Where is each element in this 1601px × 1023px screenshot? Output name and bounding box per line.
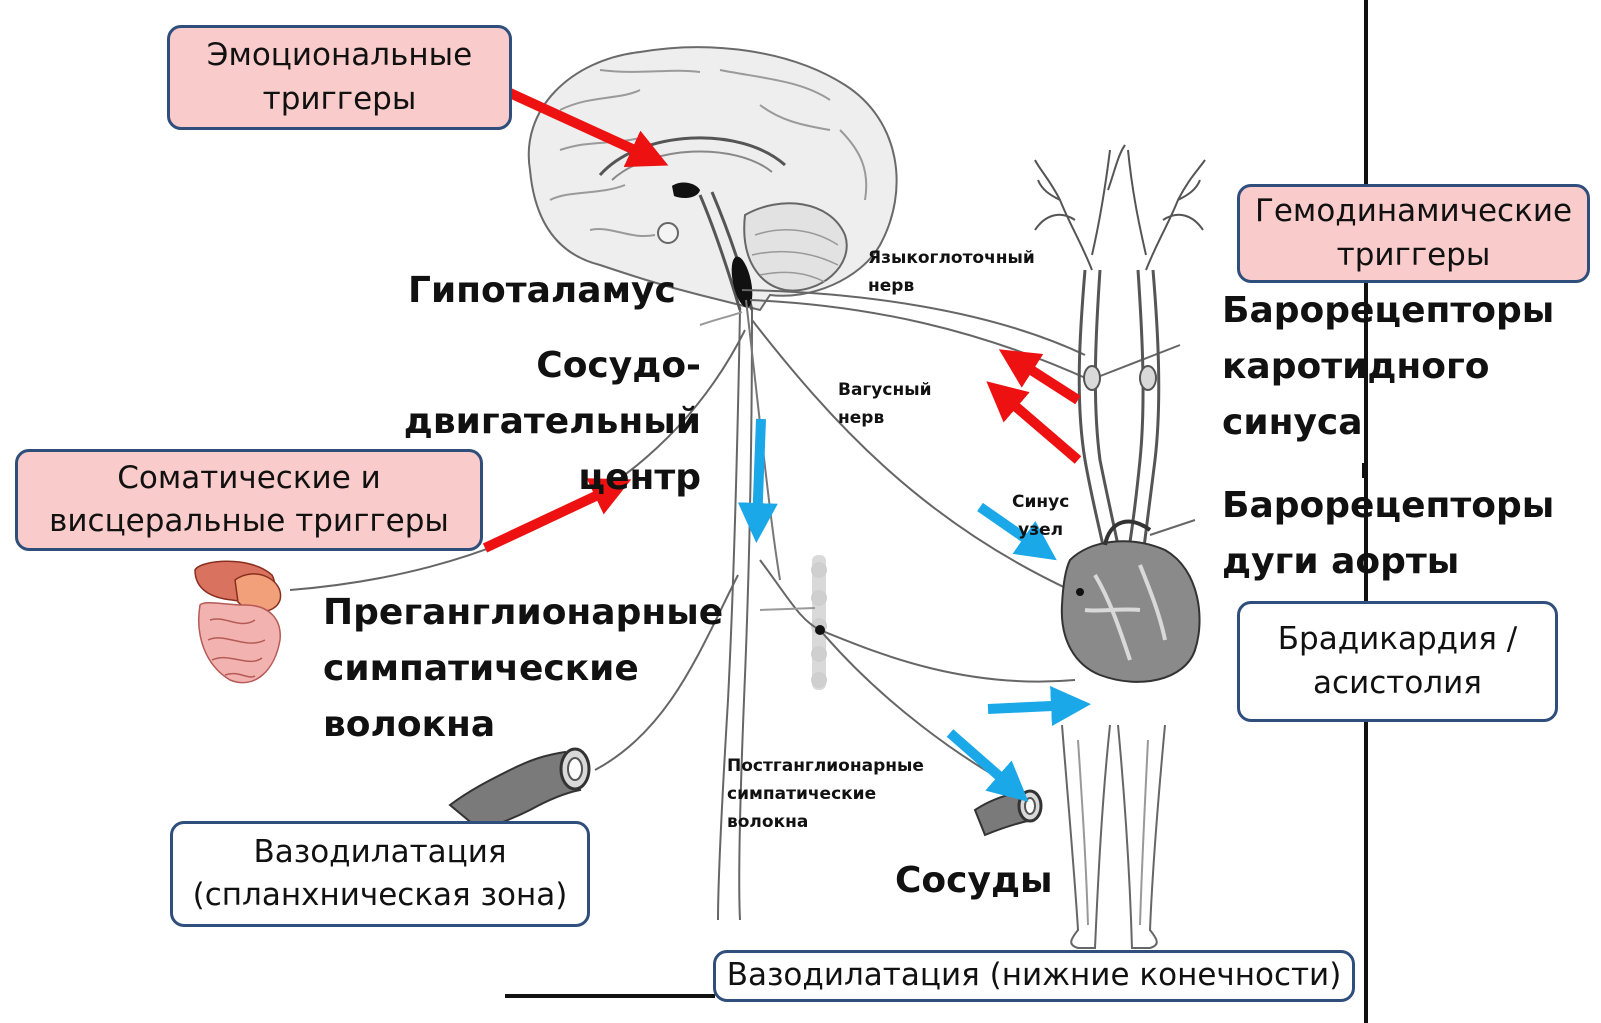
- vasomotor-center-label: Сосудо- двигательный центр: [276, 338, 701, 506]
- limb-vessel-illustration: [975, 791, 1041, 835]
- sympathetic-chain: [811, 555, 827, 690]
- vessels-label: Сосуды: [895, 853, 1053, 909]
- vessel-efferent-arrow: [950, 733, 1015, 790]
- hemodynamic-triggers-box: Гемодинамические триггеры: [1237, 184, 1590, 283]
- lower-limb-vasodilation-box: Вазодилатация (нижние конечности): [713, 950, 1355, 1002]
- aortic-afferent-arrow: [1000, 393, 1078, 460]
- digestive-organs-illustration: [195, 561, 281, 682]
- carotid-sinus-bulbs: [1084, 366, 1156, 390]
- postganglionic-fibers-label: Постганглионарные симпатические волокна: [727, 752, 924, 836]
- carotid-baroreceptors-label: Барорецепторы каротидного синуса: [1222, 283, 1554, 451]
- emotional-triggers-box: Эмоциональные триггеры: [167, 25, 512, 130]
- hypothalamus-label: Гипоталамус: [408, 263, 676, 319]
- legs-illustration: [1062, 725, 1165, 948]
- heart-efferent-arrow: [988, 705, 1073, 709]
- ganglion-node: [815, 625, 825, 635]
- glossopharyngeal-nerve-label: Языкоглоточный нерв: [868, 244, 1035, 300]
- vagus-nerve-label: Вагусный нерв: [838, 376, 932, 432]
- preganglionic-fibers-label: Преганглионарные симпатические волокна: [323, 585, 723, 753]
- splanchnic-vasodilation-box: Вазодилатация (спланхническая зона): [170, 821, 590, 927]
- sinus-node-label: Синус узел: [1012, 488, 1069, 544]
- aortic-baroreceptors-label: Барорецепторы дуги аорты: [1222, 478, 1554, 590]
- carotid-afferent-arrow: [1014, 359, 1078, 400]
- vasomotor-efferent-arrow: [757, 419, 761, 525]
- bradycardia-box: Брадикардия / асистолия: [1237, 601, 1558, 722]
- splanchnic-vessel-illustration: [450, 749, 589, 830]
- heart-illustration: [1062, 522, 1200, 682]
